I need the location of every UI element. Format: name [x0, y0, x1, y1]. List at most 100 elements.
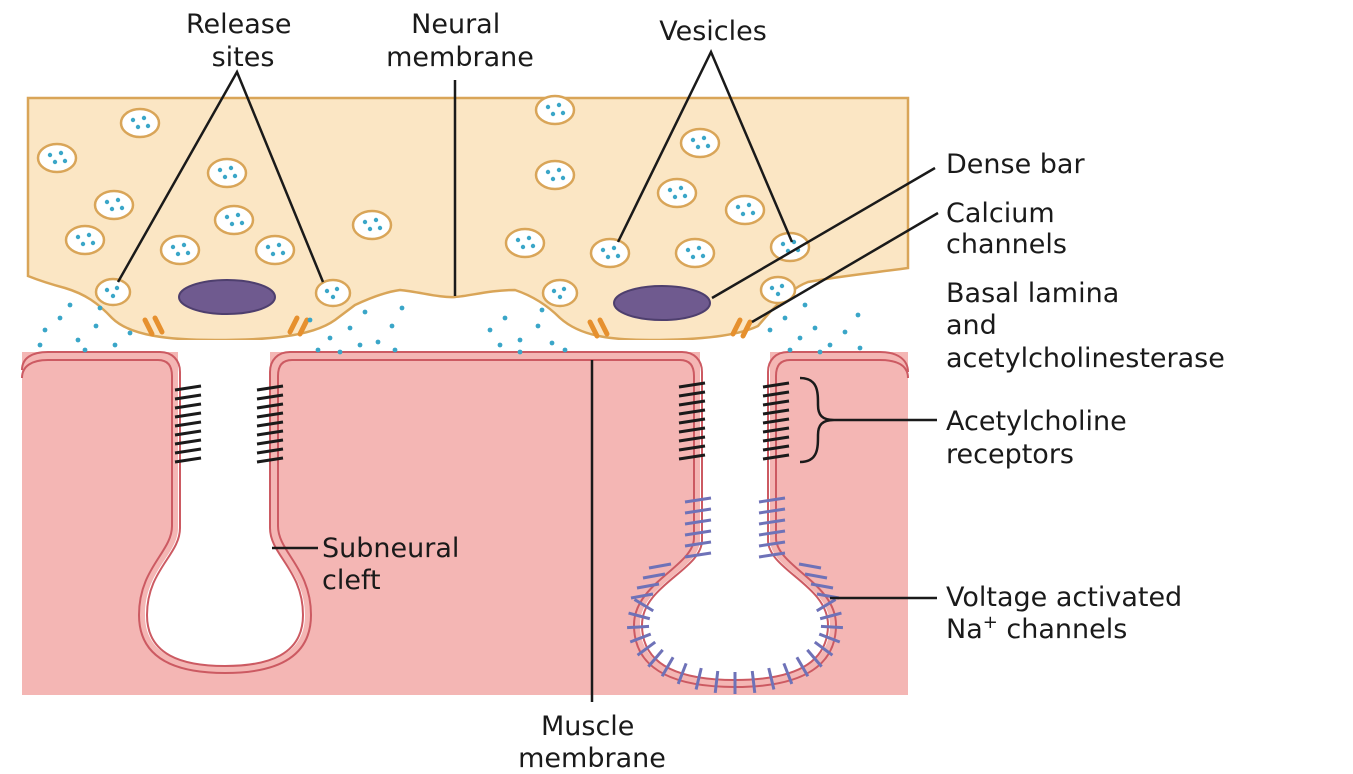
- release-vesicle: [316, 280, 350, 306]
- release-vesicle: [543, 280, 577, 306]
- vesicle: [681, 129, 719, 157]
- muscle-membrane-label: Muscle membrane: [518, 711, 666, 774]
- ach-dot: [521, 245, 525, 249]
- vesicle-outline: [38, 144, 76, 172]
- na-channels-label-line1: Voltage activated: [946, 582, 1182, 613]
- ach-dot: [225, 215, 229, 219]
- ach-dot: [176, 252, 180, 256]
- vesicle: [591, 239, 629, 267]
- ach-dot: [843, 330, 848, 335]
- ach-dot: [76, 338, 81, 343]
- ach-dot: [551, 177, 555, 181]
- ach-dot: [803, 303, 808, 308]
- ach-dot: [131, 118, 135, 122]
- ach-dot: [338, 350, 343, 355]
- ach-dot: [76, 235, 80, 239]
- vesicle: [256, 236, 294, 264]
- ach-dot: [358, 343, 363, 348]
- ach-dot: [696, 145, 700, 149]
- ach-dot: [856, 313, 861, 318]
- dense-bar-left: [179, 280, 275, 314]
- vesicle-outline: [676, 239, 714, 267]
- ach-dot: [111, 294, 115, 298]
- ach-dot: [536, 324, 541, 329]
- ach-dot: [68, 303, 73, 308]
- basal-lamina-label-line3: acetylcholinesterase: [946, 343, 1225, 374]
- ach-dot: [376, 340, 381, 345]
- na-channels-label: Voltage activated Na+ channels: [946, 582, 1191, 645]
- ach-dot: [601, 248, 605, 252]
- dense-bar-right: [614, 286, 710, 320]
- vesicle: [536, 161, 574, 189]
- ach-dot: [780, 284, 784, 288]
- vesicle: [676, 239, 714, 267]
- neural-membrane-label: Neural membrane: [386, 9, 534, 73]
- ach-dot: [747, 203, 751, 207]
- vesicle-outline: [726, 196, 764, 224]
- ach-dot: [48, 153, 52, 157]
- ach-dot: [552, 289, 556, 293]
- ach-dot: [788, 348, 793, 353]
- na-channels-label-line2-suffix: channels: [998, 614, 1128, 645]
- ach-dot: [498, 343, 503, 348]
- ach-dot: [563, 348, 568, 353]
- ach-dot: [223, 175, 227, 179]
- ach-dot: [798, 336, 803, 341]
- vesicle-outline: [506, 229, 544, 257]
- ach-dot: [110, 207, 114, 211]
- ach-dot: [146, 124, 150, 128]
- ach-dot: [706, 144, 710, 148]
- release-vesicle: [96, 279, 130, 305]
- ach-dot: [182, 243, 186, 247]
- vesicle: [215, 206, 253, 234]
- na-channels-label-line2-prefix: Na: [946, 614, 983, 645]
- calcium-channels-label-line1: Calcium: [946, 198, 1055, 229]
- ach-dot: [540, 308, 545, 313]
- ach-dot: [277, 243, 281, 247]
- ach-dot: [233, 174, 237, 178]
- calcium-channels-label-line2: channels: [946, 229, 1067, 260]
- release-vesicle-outline: [543, 280, 577, 306]
- ach-dot: [561, 176, 565, 180]
- ach-dot: [240, 221, 244, 225]
- ach-dot: [781, 242, 785, 246]
- ach-dot: [266, 245, 270, 249]
- vesicle-outline: [95, 191, 133, 219]
- ach-dot: [557, 103, 561, 107]
- ach-dot: [91, 241, 95, 245]
- ach-dot: [393, 348, 398, 353]
- ach-dot: [701, 254, 705, 258]
- ach-dot: [115, 286, 119, 290]
- ach-dot: [316, 348, 321, 353]
- ach-dot: [550, 341, 555, 346]
- ach-dot: [105, 288, 109, 292]
- ach-dot: [374, 218, 378, 222]
- ach-dot: [668, 188, 672, 192]
- ach-dot: [813, 326, 818, 331]
- vesicle-outline: [353, 211, 391, 239]
- ach-dot: [616, 254, 620, 258]
- vesicles-label: Vesicles: [659, 16, 767, 47]
- ach-dot: [679, 186, 683, 190]
- ach-dot: [335, 287, 339, 291]
- ach-dot: [328, 336, 333, 341]
- ach-dot: [546, 105, 550, 109]
- vesicle-outline: [161, 236, 199, 264]
- ach-dot: [702, 136, 706, 140]
- ach-dot: [518, 350, 523, 355]
- muscle-membrane-label-line2: membrane: [518, 743, 666, 774]
- ach-dot: [673, 195, 677, 199]
- ach-dot: [818, 350, 823, 355]
- ach-dot: [683, 194, 687, 198]
- ach-dot: [400, 306, 405, 311]
- ach-dot: [686, 248, 690, 252]
- ach-dot: [858, 346, 863, 351]
- ach-dot: [516, 238, 520, 242]
- ach-dot: [768, 328, 773, 333]
- ach-dot: [527, 236, 531, 240]
- ach-dot: [271, 252, 275, 256]
- dense-bar-label: Dense bar: [946, 149, 1085, 180]
- ach-dot: [229, 166, 233, 170]
- vesicle-outline: [536, 96, 574, 124]
- subneural-cleft-label-line2: cleft: [322, 565, 381, 596]
